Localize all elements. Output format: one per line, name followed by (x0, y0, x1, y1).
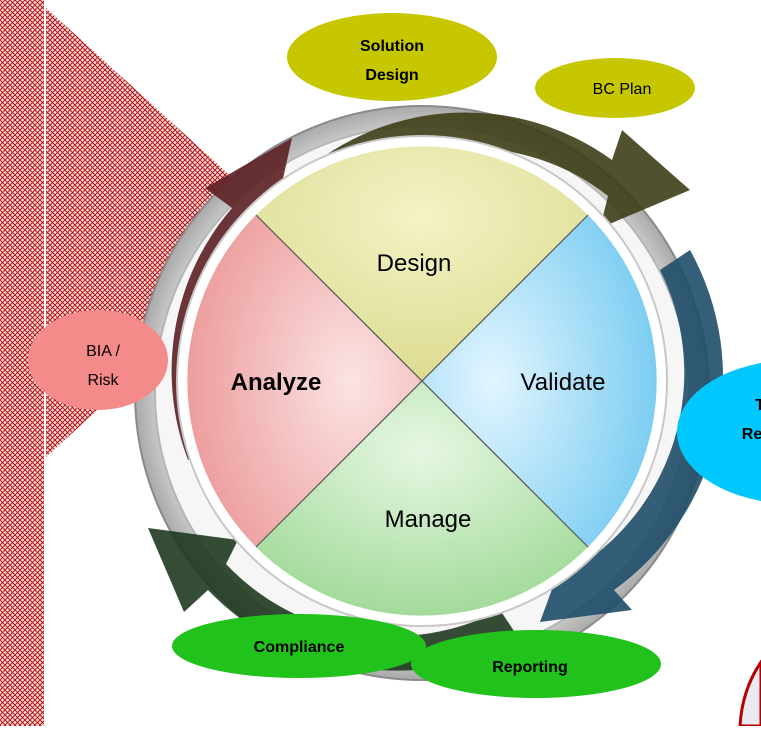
analyze-label: Analyze (231, 369, 322, 396)
bc-plan-label: BC Plan (593, 81, 652, 98)
manage-label: Manage (385, 506, 472, 533)
bia-risk-label-line1: BIA / (86, 343, 120, 360)
solution-design-bubble (287, 13, 497, 101)
reporting-bubble (411, 630, 661, 698)
design-label: Design (377, 250, 452, 277)
compliance-bubble (172, 614, 426, 678)
bia-risk-bubble (28, 310, 168, 410)
test-bubble (677, 363, 761, 501)
test-label-line2: Re (742, 426, 761, 443)
quadrant-design (256, 146, 588, 381)
bia-risk-label-line2: Risk (87, 372, 119, 389)
quadrant-analyze (187, 215, 422, 547)
bc-plan-bubble (535, 58, 695, 118)
solution-design-label-line2: Design (365, 67, 418, 84)
test-label-line1: T (755, 397, 761, 414)
validate-label: Validate (521, 369, 606, 396)
arrow-manage-to-analyze (148, 528, 520, 671)
quadrant-manage (256, 381, 588, 616)
compliance-label: Compliance (254, 639, 345, 656)
solution-design-label-line1: Solution (360, 38, 424, 55)
corner-shape (738, 659, 761, 728)
quadrant-validate (422, 215, 657, 547)
reporting-label: Reporting (492, 659, 568, 676)
